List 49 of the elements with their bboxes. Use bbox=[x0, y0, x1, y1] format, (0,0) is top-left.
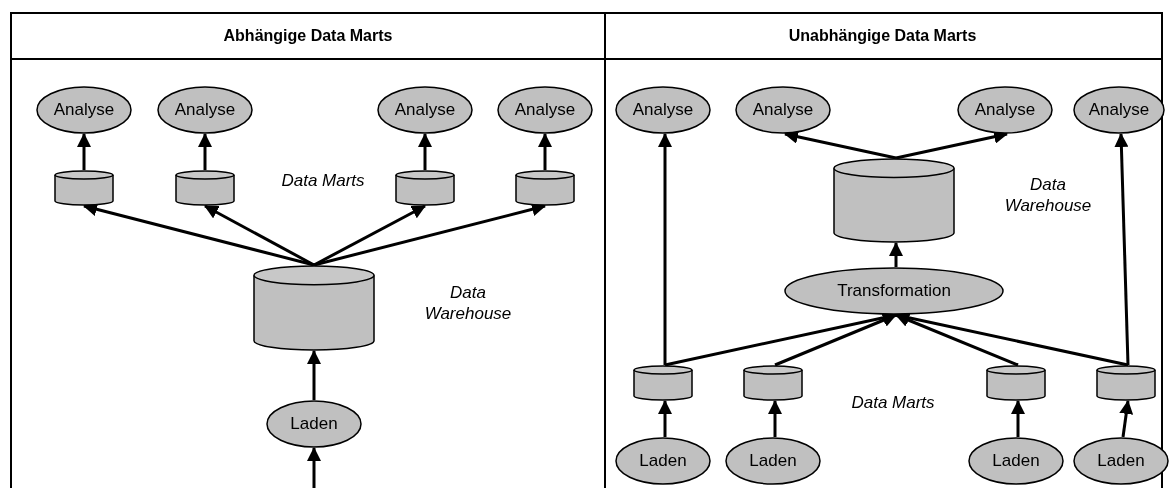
arrow bbox=[313, 202, 546, 267]
database-cylinder bbox=[395, 170, 455, 206]
panel-header: Abhängige Data Marts bbox=[12, 14, 604, 60]
cylinder-caption: Data Warehouse bbox=[1003, 174, 1093, 217]
arrow bbox=[658, 400, 672, 437]
process-ellipse: Laden bbox=[266, 400, 362, 448]
arrow bbox=[774, 313, 897, 367]
arrow bbox=[198, 133, 212, 170]
arrow bbox=[307, 350, 321, 400]
process-ellipse: Laden bbox=[1073, 437, 1169, 485]
database-cylinder bbox=[833, 158, 955, 243]
group-label: Data Marts bbox=[280, 170, 366, 192]
arrow bbox=[784, 129, 897, 160]
arrow bbox=[538, 133, 552, 170]
database-cylinder bbox=[986, 365, 1046, 401]
arrow bbox=[889, 242, 903, 267]
cylinder-caption: Data Warehouse bbox=[423, 282, 513, 325]
process-ellipse: Laden bbox=[725, 437, 821, 485]
process-ellipse: Analyse bbox=[157, 86, 253, 134]
arrow bbox=[418, 133, 432, 170]
process-ellipse: Analyse bbox=[615, 86, 711, 134]
process-ellipse: Analyse bbox=[735, 86, 831, 134]
arrow bbox=[1114, 133, 1130, 366]
process-ellipse: Analyse bbox=[36, 86, 132, 134]
arrow bbox=[204, 204, 315, 267]
arrow bbox=[1119, 400, 1134, 438]
database-cylinder bbox=[743, 365, 803, 401]
arrow bbox=[768, 400, 782, 437]
arrow bbox=[1011, 400, 1025, 437]
process-ellipse: Analyse bbox=[957, 86, 1053, 134]
database-cylinder bbox=[54, 170, 114, 206]
panel-header: Unabhängige Data Marts bbox=[604, 14, 1161, 60]
database-cylinder bbox=[175, 170, 235, 206]
database-cylinder bbox=[253, 265, 375, 351]
process-ellipse: Analyse bbox=[377, 86, 473, 134]
process-ellipse: Analyse bbox=[497, 86, 593, 134]
database-cylinder bbox=[515, 170, 575, 206]
process-ellipse: Laden bbox=[615, 437, 711, 485]
database-cylinder bbox=[633, 365, 693, 401]
group-label: Data Marts bbox=[850, 392, 936, 414]
arrow bbox=[895, 313, 1019, 367]
arrow bbox=[77, 133, 91, 170]
panel bbox=[10, 12, 606, 488]
process-ellipse: Transformation bbox=[784, 267, 1004, 315]
database-cylinder bbox=[1096, 365, 1156, 401]
process-ellipse: Analyse bbox=[1073, 86, 1165, 134]
arrow bbox=[658, 133, 672, 365]
process-ellipse: Laden bbox=[968, 437, 1064, 485]
arrow bbox=[307, 447, 321, 488]
